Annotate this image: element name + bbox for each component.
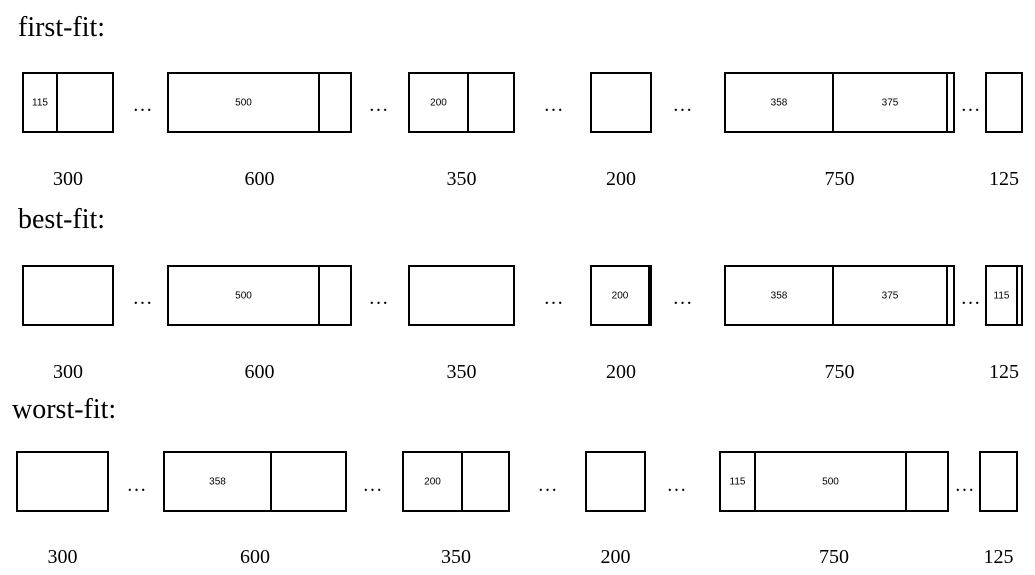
allocated-segment: 358 [726, 267, 834, 324]
section-title: worst-fit: [12, 394, 117, 425]
allocated-segment: 200 [404, 453, 463, 510]
memory-block: 115 500 [719, 451, 949, 512]
block-capacity-label: 600 [244, 168, 275, 190]
ellipsis-gap: … [672, 94, 694, 116]
allocation-size-label: 500 [822, 476, 839, 487]
block-capacity-label: 200 [600, 546, 631, 568]
allocated-segment: 375 [834, 74, 948, 131]
memory-block [408, 265, 515, 326]
memory-block: 358 375 [724, 72, 955, 133]
allocated-segment: 358 [165, 453, 272, 510]
block-capacity-label: 750 [824, 168, 855, 190]
section-title: best-fit: [18, 204, 106, 235]
block-capacity-label: 125 [989, 168, 1019, 190]
ellipsis-gap: … [543, 94, 565, 116]
memory-block: 200 [408, 72, 515, 133]
section-title: first-fit: [18, 12, 106, 43]
ellipsis-gap: … [666, 474, 688, 496]
block-capacity-label: 300 [53, 361, 83, 383]
memory-block [585, 451, 646, 512]
memory-block: 115 [22, 72, 114, 133]
allocated-segment: 500 [169, 74, 320, 131]
ellipsis-gap: … [362, 474, 384, 496]
allocation-size-label: 200 [430, 97, 447, 108]
allocation-size-label: 500 [235, 290, 252, 301]
allocation-size-label: 200 [424, 476, 441, 487]
memory-block [979, 451, 1018, 512]
block-capacity-label: 300 [47, 546, 78, 568]
block-capacity-label: 750 [824, 361, 855, 383]
allocation-size-label: 375 [881, 290, 899, 301]
ellipsis-gap: … [132, 94, 154, 116]
block-capacity-label: 350 [441, 546, 471, 568]
memory-block: 115 [985, 265, 1023, 326]
allocation-size-label: 358 [770, 97, 788, 108]
block-capacity-label: 350 [446, 168, 477, 190]
ellipsis-gap: … [126, 474, 148, 496]
memory-block [590, 72, 652, 133]
block-capacity-label: 750 [819, 546, 849, 568]
memory-block [22, 265, 114, 326]
allocated-segment: 115 [721, 453, 756, 510]
memory-block: 358 375 [724, 265, 955, 326]
ellipsis-gap: … [368, 94, 390, 116]
allocated-segment: 358 [726, 74, 834, 131]
allocated-segment: 115 [24, 74, 58, 131]
memory-block [985, 72, 1023, 133]
block-capacity-label: 125 [983, 546, 1014, 568]
block-capacity-label: 600 [244, 361, 275, 383]
allocation-size-label: 115 [993, 290, 1010, 301]
allocated-segment: 200 [592, 267, 650, 324]
allocation-size-label: 358 [770, 290, 788, 301]
block-capacity-label: 350 [446, 361, 477, 383]
ellipsis-gap: … [132, 287, 154, 309]
allocation-size-label: 375 [881, 97, 899, 108]
ellipsis-gap: … [543, 287, 565, 309]
ellipsis-gap: … [960, 287, 982, 309]
allocated-segment: 375 [834, 267, 948, 324]
ellipsis-gap: … [368, 287, 390, 309]
allocation-size-label: 200 [611, 290, 629, 301]
block-capacity-label: 200 [606, 361, 636, 383]
ellipsis-gap: … [960, 94, 982, 116]
block-capacity-label: 600 [240, 546, 270, 568]
ellipsis-gap: … [537, 474, 559, 496]
memory-block: 500 [167, 265, 352, 326]
allocated-segment: 200 [410, 74, 469, 131]
allocation-size-label: 115 [32, 97, 48, 108]
ellipsis-gap: … [954, 474, 976, 496]
allocation-size-label: 358 [209, 476, 226, 487]
memory-block: 358 [163, 451, 347, 512]
block-capacity-label: 125 [989, 361, 1019, 383]
allocated-segment: 115 [987, 267, 1018, 324]
memory-block [16, 451, 109, 512]
memory-block: 500 [167, 72, 352, 133]
ellipsis-gap: … [672, 287, 694, 309]
memory-block: 200 [590, 265, 652, 326]
allocation-size-label: 500 [235, 97, 252, 108]
memory-block: 200 [402, 451, 510, 512]
block-capacity-label: 300 [53, 168, 83, 190]
allocation-size-label: 115 [729, 476, 746, 487]
allocated-segment: 500 [169, 267, 320, 324]
allocated-segment: 500 [756, 453, 907, 510]
block-capacity-label: 200 [606, 168, 636, 190]
